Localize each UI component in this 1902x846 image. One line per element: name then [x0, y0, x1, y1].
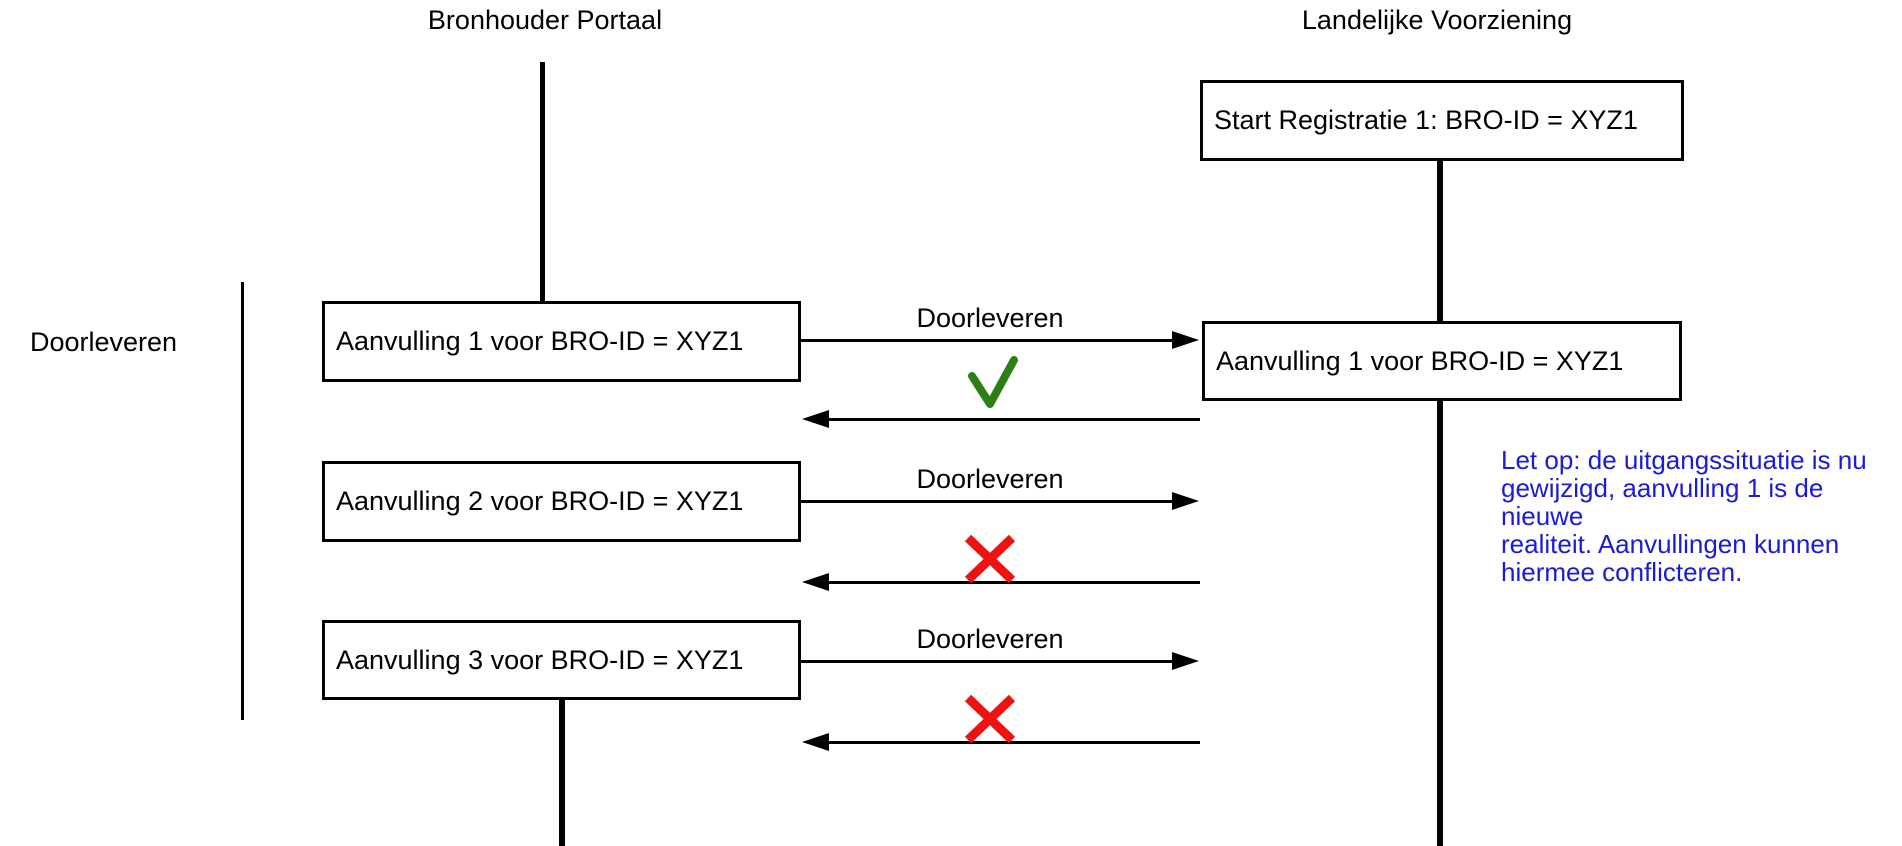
- return-arrow-2-head-icon: [802, 573, 829, 591]
- lane-title-bronhouder-portaal: Bronhouder Portaal: [427, 5, 663, 35]
- warning-note-line-4: hiermee conflicteren.: [1501, 557, 1743, 587]
- doorleveren-group-bracket: [241, 282, 244, 720]
- return-arrow-2-line: [828, 581, 1200, 584]
- failure-cross-icon-2: [964, 694, 1016, 744]
- doorleveren-arrow-1-line: [801, 339, 1174, 342]
- landelijke-voorziening-lifeline: [1437, 158, 1443, 846]
- box-aanvulling-3-bronhouder-label: Aanvulling 3 voor BRO-ID = XYZ1: [336, 644, 744, 675]
- doorleveren-group-label: Doorleveren: [30, 327, 178, 357]
- box-aanvulling-2-bronhouder-label: Aanvulling 2 voor BRO-ID = XYZ1: [336, 486, 744, 516]
- box-aanvulling-1-lv-label: Aanvulling 1 voor BRO-ID = XYZ1: [1216, 345, 1624, 376]
- doorleveren-arrow-2-label: Doorleveren: [916, 464, 1064, 494]
- warning-note: Let op: de uitgangssituatie is nu gewijz…: [1501, 446, 1902, 586]
- doorleveren-arrow-2-head-icon: [1172, 492, 1199, 510]
- return-arrow-3-line: [828, 741, 1200, 744]
- success-check-icon: [968, 356, 1018, 408]
- doorleveren-arrow-2-line: [801, 500, 1174, 503]
- box-start-registratie-label: Start Registratie 1: BRO-ID = XYZ1: [1214, 105, 1638, 135]
- doorleveren-arrow-1-label: Doorleveren: [916, 303, 1064, 333]
- return-arrow-1-head-icon: [802, 410, 829, 428]
- doorleveren-arrow-3-head-icon: [1172, 652, 1199, 670]
- box-aanvulling-1-bronhouder-label: Aanvulling 1 voor BRO-ID = XYZ1: [336, 326, 744, 356]
- bronhouder-lifeline-top: [540, 62, 545, 305]
- return-arrow-3-head-icon: [802, 733, 829, 751]
- box-aanvulling-2-bronhouder: Aanvulling 2 voor BRO-ID = XYZ1: [322, 461, 801, 542]
- warning-note-line-2: gewijzigd, aanvulling 1 is de nieuwe: [1501, 473, 1824, 531]
- box-aanvulling-3-bronhouder: Aanvulling 3 voor BRO-ID = XYZ1: [322, 620, 801, 700]
- box-aanvulling-1-bronhouder: Aanvulling 1 voor BRO-ID = XYZ1: [322, 301, 801, 382]
- bronhouder-lifeline-bottom: [559, 700, 565, 846]
- return-arrow-1-line: [828, 418, 1200, 421]
- warning-note-line-1: Let op: de uitgangssituatie is nu: [1501, 445, 1867, 475]
- doorleveren-arrow-3-line: [801, 660, 1174, 663]
- warning-note-line-3: realiteit. Aanvullingen kunnen: [1501, 529, 1840, 559]
- doorleveren-arrow-1-head-icon: [1172, 331, 1199, 349]
- failure-cross-icon-1: [964, 534, 1016, 584]
- lane-title-landelijke-voorziening: Landelijke Voorziening: [1301, 5, 1573, 35]
- box-start-registratie: Start Registratie 1: BRO-ID = XYZ1: [1200, 80, 1684, 161]
- doorleveren-arrow-3-label: Doorleveren: [916, 624, 1064, 654]
- box-aanvulling-1-landelijke-voorziening: Aanvulling 1 voor BRO-ID = XYZ1: [1202, 321, 1682, 401]
